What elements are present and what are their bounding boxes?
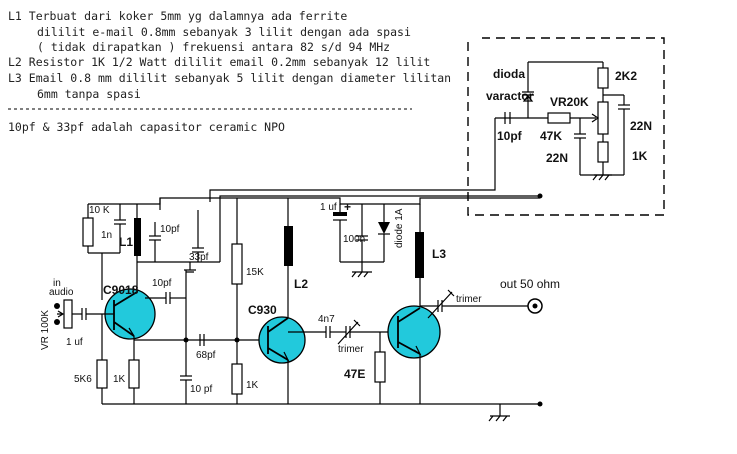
l3-coil — [415, 232, 424, 278]
r5k6 — [96, 359, 108, 389]
note-l2: L2 Resistor 1K 1/2 Watt dililit email 0.… — [8, 55, 430, 69]
q1-label: C9018 — [103, 283, 139, 297]
trimer2-label: trimer — [456, 294, 482, 305]
vr100k — [63, 299, 73, 329]
note-caps: 10pf & 33pf adalah capasitor ceramic NPO — [8, 120, 285, 134]
var-r2k2 — [597, 67, 609, 89]
trimer1-arrow-icon — [337, 319, 361, 345]
input-label-2: audio — [49, 287, 74, 298]
var-r2k2-label: 2K2 — [615, 69, 637, 83]
var-feed-wire — [209, 185, 496, 202]
note-l3b: 6mm tanpa spasi — [37, 87, 141, 101]
l3-label: L3 — [432, 247, 446, 261]
r5k6-label: 5K6 — [74, 374, 92, 385]
r1k-a — [128, 359, 140, 389]
var-ground-icon — [592, 174, 612, 181]
var-c22n-label-a: 22N — [546, 151, 568, 165]
r1k-b-label: 1K — [246, 380, 259, 391]
r10k — [82, 217, 94, 247]
output-label: out 50 ohm — [500, 277, 560, 291]
note-l1: L1 Terbuat dari koker 5mm yg dalamnya ad… — [8, 9, 347, 23]
varactor-box-border — [467, 37, 665, 216]
var-c10pf-label: 10pf — [497, 129, 523, 143]
main-ground-icon — [488, 404, 510, 422]
vr100k-label: VR 100K — [40, 310, 51, 350]
input-jack-1[interactable] — [54, 303, 60, 309]
c1uf-plus: + — [344, 200, 351, 214]
var-c22n-label-b: 22N — [630, 119, 652, 133]
trimer2-arrow-icon — [427, 289, 455, 319]
diode-label: diode 1A — [394, 208, 405, 248]
r1k-a-label: 1K — [113, 374, 126, 385]
r15k-label: 15K — [246, 267, 264, 278]
c1uf-label: 1 uf — [320, 202, 337, 213]
vr100k-wiper-icon — [57, 310, 65, 318]
output-connector-center — [532, 303, 538, 309]
supply-ground-icon — [351, 262, 372, 278]
c4n7-label: 4n7 — [318, 314, 335, 325]
l1-label: L1 — [119, 235, 133, 249]
c1uf-in-label: 1 uf — [66, 337, 83, 348]
diode-icon — [378, 222, 390, 234]
c100n-label: 100n — [343, 234, 365, 245]
varactor-title-2: varactor — [486, 89, 534, 103]
var-r1k — [597, 141, 609, 163]
var-r47k — [547, 112, 571, 124]
trimer1-label: trimer — [338, 344, 364, 355]
varactor-diode-icon — [522, 91, 534, 102]
l2-coil — [284, 226, 293, 266]
input-jack-2[interactable] — [54, 319, 60, 325]
r1k-b — [231, 363, 243, 395]
var-vr20k-label: VR20K — [550, 95, 589, 109]
l2-label: L2 — [294, 277, 308, 291]
var-bus-wire — [219, 195, 540, 262]
q3-transistor — [387, 305, 441, 359]
var-bus-dot — [537, 193, 543, 199]
r47e-label: 47E — [344, 367, 365, 381]
varactor-title-1: dioda — [493, 67, 525, 81]
c68pf-label: 68pf — [196, 350, 216, 361]
var-vr-wiper-icon — [590, 113, 600, 123]
c10pf-mid-label: 10pf — [152, 278, 172, 289]
r15k — [231, 243, 243, 285]
q2-label: C930 — [248, 303, 277, 317]
ground-rail-dot — [537, 401, 543, 407]
input-label-1: in — [53, 278, 61, 289]
r47e — [374, 351, 386, 383]
note-l1b: dililit e-mail 0.8mm sebanyak 3 lilit de… — [37, 25, 411, 39]
var-r47k-label: 47K — [540, 129, 562, 143]
q2-transistor — [258, 316, 306, 364]
c1uf-plate1 — [333, 212, 347, 216]
note-l1c: ( tidak dirapatkan ) frekuensi antara 82… — [37, 40, 390, 54]
note-l3: L3 Email 0.8 mm dililit sebanyak 5 lilit… — [8, 71, 451, 85]
r10k-label: 10 K — [89, 205, 110, 216]
top-rail — [88, 197, 540, 205]
var-vr20k — [597, 101, 609, 135]
c1n-label: 1n — [101, 230, 112, 241]
c10pf-top-label: 10pf — [160, 224, 180, 235]
c33pf-label: 33pf — [189, 252, 209, 263]
l1-coil — [134, 218, 141, 256]
var-r1k-label: 1K — [632, 149, 648, 163]
c10pf-bot-label: 10 pf — [190, 384, 212, 395]
